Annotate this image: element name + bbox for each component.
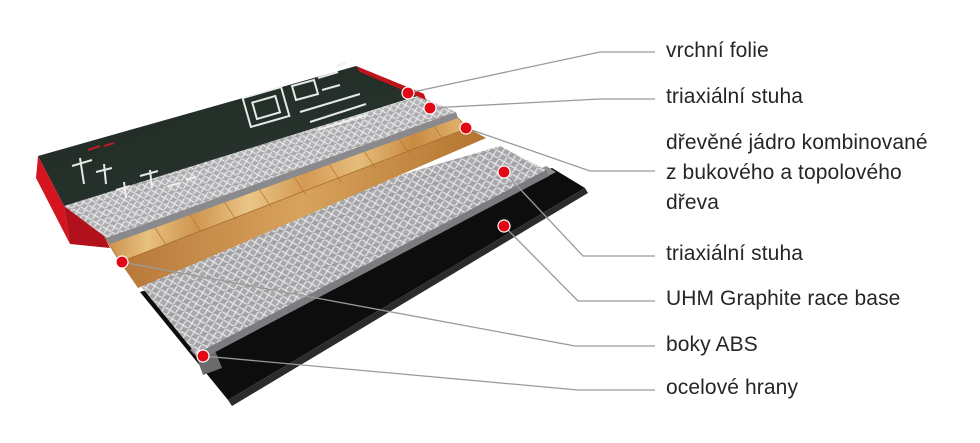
label-wood-core: dřevěné jádro kombinované z bukového a t… — [666, 128, 928, 218]
label-line: dřevěné jádro kombinované — [666, 131, 928, 154]
markers — [115, 86, 511, 363]
label-base: UHM Graphite race base — [666, 284, 900, 314]
label-triaxial-lower: triaxiální stuha — [666, 239, 803, 269]
marker-base — [497, 219, 511, 233]
leader-base — [503, 225, 655, 302]
marker-triaxial-upper — [423, 101, 437, 115]
label-line: dřeva — [666, 191, 720, 214]
base-layer — [140, 168, 588, 406]
label-line: triaxiální stuha — [666, 85, 804, 108]
label-line: ocelové hrany — [666, 376, 799, 399]
leader-triaxial-upper — [429, 98, 655, 109]
label-line: boky ABS — [666, 333, 758, 356]
label-line: vrchní folie — [666, 39, 769, 62]
label-line: UHM Graphite race base — [666, 287, 901, 310]
leader-triaxial-lower — [503, 171, 655, 257]
leader-lines — [121, 51, 655, 391]
marker-steel-edges — [196, 349, 210, 363]
leader-abs — [121, 261, 655, 347]
label-abs-sidewall: boky ABS — [666, 330, 758, 360]
marker-abs — [115, 255, 129, 269]
label-top-foil: vrchní folie — [666, 36, 769, 66]
leader-steel-edges — [202, 355, 655, 391]
lower-mesh-layer — [118, 146, 549, 360]
label-line: z bukového a topolového — [666, 161, 902, 184]
marker-triaxial-lower — [497, 165, 511, 179]
label-triaxial-upper: triaxiální stuha — [666, 82, 803, 112]
leader-wood-core — [465, 127, 655, 172]
marker-wood-core — [459, 121, 473, 135]
leader-top-foil — [407, 51, 655, 94]
upper-mesh-layer — [62, 96, 458, 244]
label-steel-edges: ocelové hrany — [666, 373, 798, 403]
label-line: triaxiální stuha — [666, 242, 804, 265]
marker-top-foil — [401, 86, 415, 100]
